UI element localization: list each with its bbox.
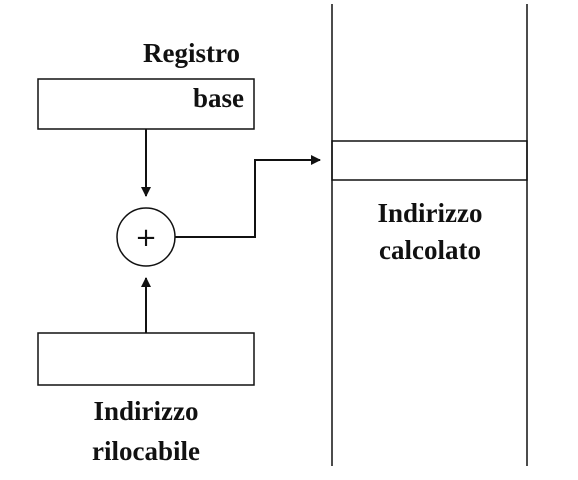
base-register-label-line1: Registro [143, 38, 240, 68]
relocatable-address-label-line2: rilocabile [92, 436, 200, 466]
adder-plus-symbol: + [135, 223, 157, 253]
relocatable-address-box [37, 332, 255, 386]
computed-address-cell [331, 140, 528, 181]
computed-address-label-line1: Indirizzo [378, 198, 483, 228]
computed-address-label-line2: calcolato [379, 235, 481, 265]
base-register-label-line2: base [193, 83, 244, 113]
adder-to-memory-arrow [175, 155, 321, 238]
relocatable-address-label-line1: Indirizzo [94, 396, 199, 426]
